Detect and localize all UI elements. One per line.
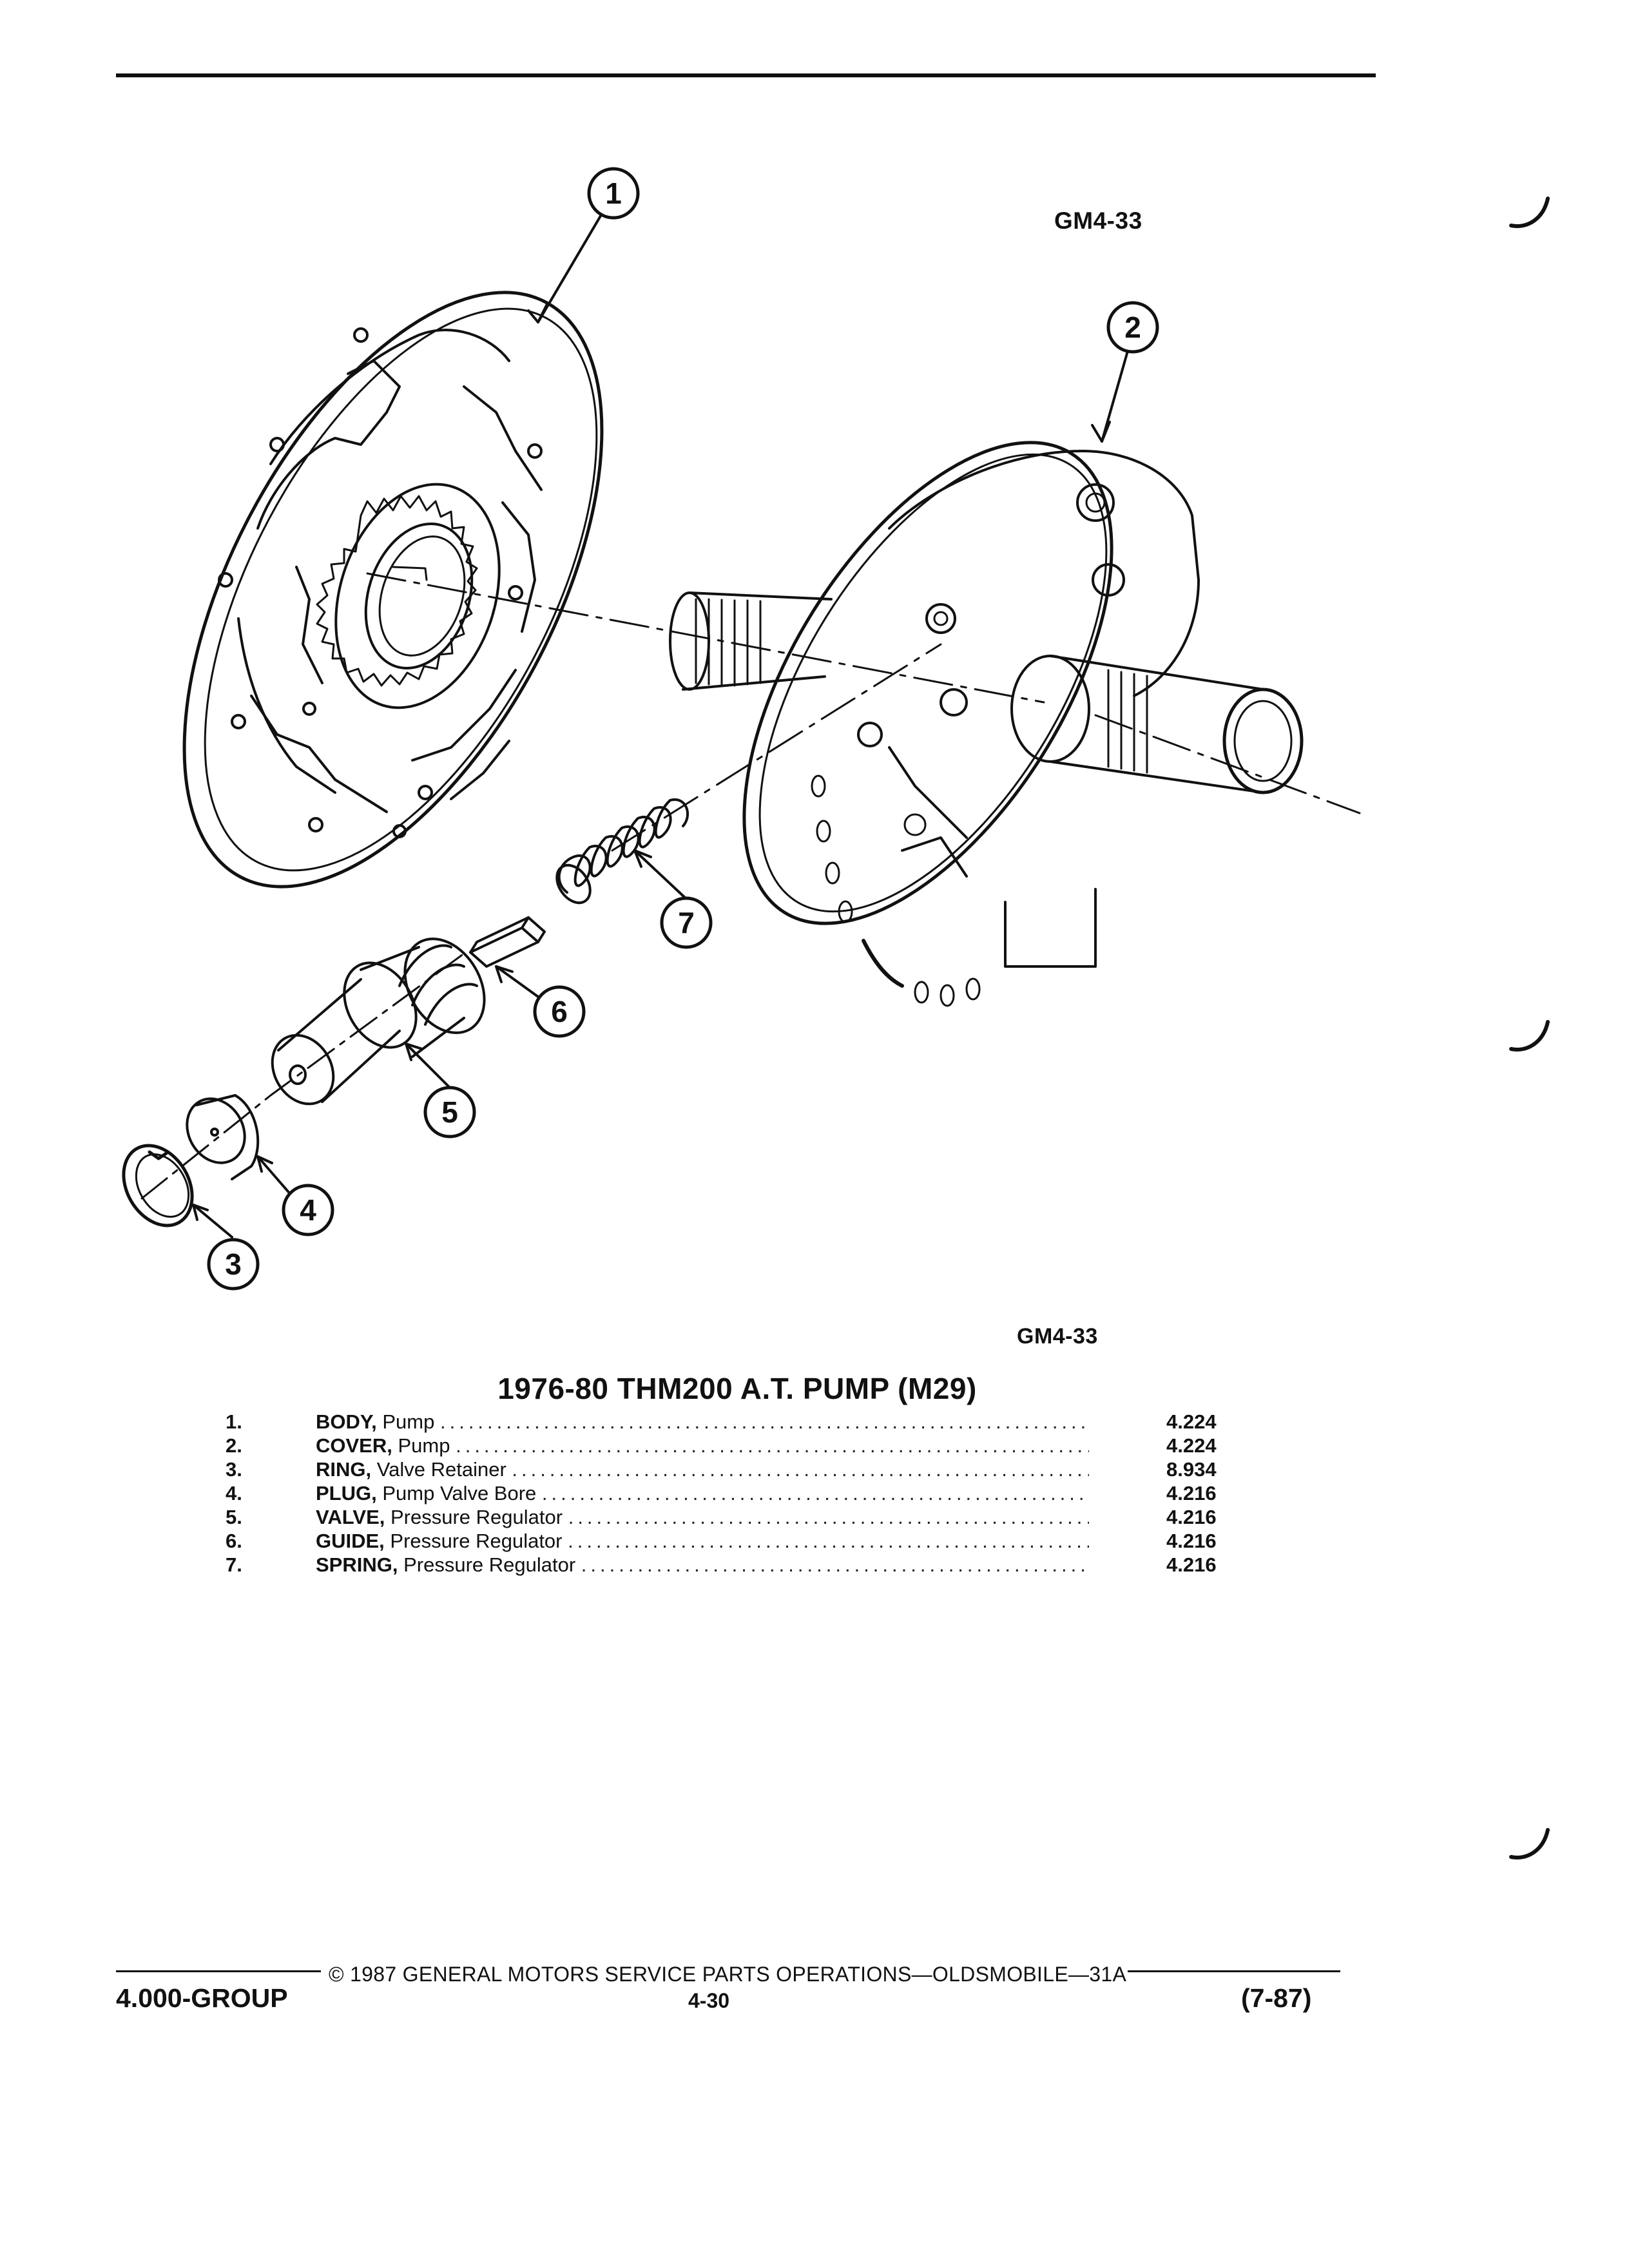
parts-list-row: 7. SPRING, Pressure Regulator ..........… — [226, 1553, 1244, 1577]
part-description: SPRING, Pressure Regulator .............… — [316, 1553, 1089, 1576]
part-name: RING, — [316, 1458, 372, 1481]
part-number: 6. — [226, 1530, 242, 1552]
valve-retainer-ring-illustration — [122, 1144, 194, 1227]
part-detail: Pump — [382, 1410, 435, 1433]
callout-5: 5 — [423, 1086, 476, 1139]
parts-list: 1. BODY, Pump ..........................… — [226, 1410, 1244, 1577]
part-group-number: 8.934 — [1166, 1458, 1217, 1481]
part-description: COVER, Pump ............................… — [316, 1434, 1089, 1457]
parts-list-row: 6. GUIDE, Pressure Regulator ...........… — [226, 1529, 1244, 1553]
part-number: 7. — [226, 1553, 242, 1576]
part-detail: Pressure Regulator — [390, 1530, 563, 1552]
callout-1: 1 — [587, 167, 640, 220]
callout-4: 4 — [282, 1184, 334, 1236]
parts-list-row: 2. COVER, Pump .........................… — [226, 1434, 1244, 1457]
pressure-regulator-spring-illustration — [555, 798, 689, 905]
callout-7-label: 7 — [678, 906, 695, 939]
footer-copyright: © 1987 GENERAL MOTORS SERVICE PARTS OPER… — [329, 1963, 1127, 1986]
part-description: BODY, Pump .............................… — [316, 1410, 1089, 1433]
part-description: PLUG, Pump Valve Bore ..................… — [316, 1482, 1089, 1504]
part-group-number: 4.216 — [1166, 1506, 1217, 1528]
part-group-number: 4.216 — [1166, 1553, 1217, 1576]
top-rule — [116, 73, 1376, 77]
exploded-view-diagram: 1 2 3 4 5 6 7 — [122, 167, 1361, 1291]
callout-3-label: 3 — [225, 1247, 242, 1281]
footer-date: (7-87) — [1241, 1983, 1312, 2013]
pump-valve-bore-plug-illustration — [186, 1094, 260, 1180]
callout-2: 2 — [1106, 301, 1159, 354]
parts-list-row: 3. RING, Valve Retainer ................… — [226, 1457, 1244, 1481]
margin-mark-icon — [1509, 1828, 1550, 1860]
part-number: 2. — [226, 1434, 242, 1457]
part-number: 5. — [226, 1506, 242, 1528]
footer-rule-left — [116, 1970, 321, 1972]
footer-group: 4.000-GROUP — [116, 1983, 288, 2013]
parts-list-row: 4. PLUG, Pump Valve Bore ...............… — [226, 1481, 1244, 1505]
callout-7: 7 — [660, 896, 713, 949]
pressure-regulator-guide-illustration — [469, 916, 546, 968]
figure-code-top: GM4-33 — [1054, 207, 1142, 234]
callout-6: 6 — [533, 985, 586, 1038]
parts-list-row: 5. VALVE, Pressure Regulator ...........… — [226, 1505, 1244, 1529]
part-description: VALVE, Pressure Regulator ..............… — [316, 1506, 1089, 1528]
part-group-number: 4.216 — [1166, 1482, 1217, 1504]
part-name: GUIDE, — [316, 1530, 385, 1552]
footer-page-number: 4-30 — [688, 1989, 730, 2012]
part-number: 1. — [226, 1410, 242, 1433]
part-detail: Pressure Regulator — [403, 1553, 576, 1576]
part-detail: Pressure Regulator — [390, 1506, 563, 1528]
part-name: PLUG, — [316, 1482, 377, 1504]
callout-5-label: 5 — [441, 1095, 458, 1129]
margin-mark-icon — [1509, 1020, 1550, 1052]
part-number: 4. — [226, 1482, 242, 1504]
part-detail: Pump — [398, 1434, 450, 1457]
part-name: VALVE, — [316, 1506, 385, 1528]
footer-rule-right — [1128, 1970, 1340, 1972]
pressure-regulator-valve-illustration — [271, 937, 486, 1106]
part-name: BODY, — [316, 1410, 377, 1433]
part-group-number: 4.224 — [1166, 1434, 1217, 1457]
part-name: COVER, — [316, 1434, 392, 1457]
part-detail: Pump Valve Bore — [382, 1482, 537, 1504]
callout-1-label: 1 — [605, 177, 622, 210]
pump-cover-illustration — [669, 441, 1304, 1007]
part-name: SPRING, — [316, 1553, 398, 1576]
parts-list-row: 1. BODY, Pump ..........................… — [226, 1410, 1244, 1434]
callout-4-label: 4 — [300, 1193, 316, 1227]
part-group-number: 4.216 — [1166, 1530, 1217, 1552]
pump-body-illustration — [182, 291, 604, 889]
callout-3: 3 — [207, 1238, 260, 1291]
part-group-number: 4.224 — [1166, 1410, 1217, 1433]
part-number: 3. — [226, 1458, 242, 1481]
page-title: 1976-80 THM200 A.T. PUMP (M29) — [497, 1372, 977, 1405]
part-description: GUIDE, Pressure Regulator ..............… — [316, 1530, 1089, 1552]
callout-2-label: 2 — [1124, 311, 1141, 344]
callout-6-label: 6 — [551, 995, 568, 1028]
part-detail: Valve Retainer — [376, 1458, 506, 1481]
part-description: RING, Valve Retainer ...................… — [316, 1458, 1089, 1481]
margin-mark-icon — [1509, 197, 1550, 228]
figure-code-bottom: GM4-33 — [1017, 1324, 1098, 1349]
